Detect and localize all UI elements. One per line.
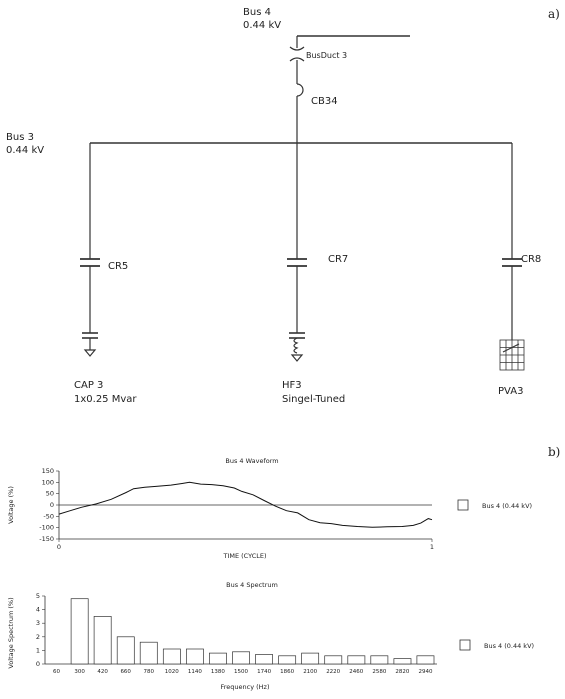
panel-b-tag: b) [548,445,560,459]
spectrum-ytick-label: 4 [36,606,40,614]
waveform-ytick-label: 0 [50,501,54,509]
bus4-name: Bus 4 [243,7,271,18]
inductor-icon [293,337,299,354]
spectrum-xtick-label: 300 [74,669,85,675]
load-name-hf3: HF3 [282,380,302,391]
ground-icon [290,354,304,362]
waveform-legend-swatch [457,499,469,511]
relay-label-cr7: CR7 [328,254,348,265]
spectrum-ytick-label: 5 [36,592,40,600]
busduct-label: BusDuct 3 [306,51,347,60]
spectrum-xtick-label: 2100 [303,669,317,675]
load-name-pva3: PVA3 [498,386,523,397]
waveform-yticks: 150 100 50 0 -50 -100 -150 [39,467,59,543]
bus3-voltage: 0.44 kV [6,145,44,156]
spectrum-xtick-label: 1140 [188,669,202,675]
spectrum-bar [416,655,435,665]
relay-label-cr5: CR5 [108,261,128,272]
spectrum-xtick-label: 1860 [280,669,294,675]
panel-a-tag: a) [548,7,560,21]
spectrum-ytick-label: 0 [36,660,40,668]
spectrum-xtick-label: 1020 [165,669,179,675]
bus4-voltage: 0.44 kV [243,20,281,31]
spectrum-xtick-label: 420 [97,669,108,675]
spectrum-xtick-label: 60 [53,669,60,675]
spectrum-bar [186,648,204,665]
spectrum-xtick-label: 780 [144,669,155,675]
waveform-chart: Bus 4 Waveform Voltage (%) TIME (CYCLE) … [7,457,532,560]
waveform-title: Bus 4 Waveform [225,457,278,465]
spectrum-bar [162,648,181,665]
spectrum-bar [324,655,343,665]
waveform-ytick-label: 100 [42,478,54,486]
spectrum-xtick-label: 1380 [211,669,225,675]
branch-cap3: CR5 CAP 3 1x0.25 Mvar [74,143,137,405]
waveform-ylabel: Voltage (%) [7,486,15,524]
waveform-xtick-label: 1 [430,543,434,551]
waveform-legend-label: Bus 4 (0.44 kV) [482,502,532,510]
spectrum-ytick-label: 2 [36,633,40,641]
spectrum-bar [209,652,227,665]
relay-label-cr8: CR8 [521,254,541,265]
single-line-diagram: a) Bus 4 0.44 kV BusDuct 3 CB34 Bus 3 0.… [6,7,560,405]
waveform-ytick-label: -50 [43,512,54,520]
waveform-ytick-label: -100 [39,524,54,532]
spectrum-xtick-label: 660 [120,669,131,675]
spectrum-bar [370,655,389,665]
waveform-ytick-label: -150 [39,535,54,543]
pv-array-icon [499,339,525,371]
busduct-symbol [289,46,305,62]
spectrum-title: Bus 4 Spectrum [226,581,278,589]
spectrum-bar [301,652,320,665]
spectrum-bar [393,658,412,665]
waveform-xlabel: TIME (CYCLE) [222,552,266,560]
spectrum-ytick-label: 1 [36,646,40,654]
waveform-ytick-label: 50 [46,490,54,498]
breaker-label: CB34 [311,96,338,107]
spectrum-xtick-label: 2820 [395,669,409,675]
spectrum-bars [70,598,435,665]
spectrum-ylabel: Voltage Spectrum (%) [7,597,15,668]
spectrum-chart: Bus 4 Spectrum Voltage Spectrum (%) Freq… [7,581,534,691]
load-desc-hf3: Singel-Tuned [282,394,345,405]
branch-hf3: CR7 HF3 Singel-Tuned [282,143,348,405]
branch-pva3: CR8 PVA3 [498,143,541,397]
waveform-ytick-label: 150 [42,467,54,475]
spectrum-xtick-label: 1740 [257,669,271,675]
waveform-axes [58,471,432,540]
spectrum-bar [116,636,135,665]
bus3-name: Bus 3 [6,132,34,143]
spectrum-bar [70,598,89,665]
load-name-cap3: CAP 3 [74,380,103,391]
spectrum-legend-swatch [459,639,471,651]
spectrum-xlabel: Frequency (Hz) [220,683,269,691]
waveform-xtick-label: 0 [57,543,61,551]
spectrum-xtick-label: 1500 [234,669,248,675]
spectrum-legend-label: Bus 4 (0.44 kV) [484,642,534,650]
spectrum-bar [232,651,250,665]
spectrum-xticks: 60 300 420 660 780 1020 1140 1380 1500 1740 1860 21… [53,669,433,675]
spectrum-xtick-label: 2220 [326,669,340,675]
breaker-symbol [296,83,304,97]
spectrum-ytick-label: 3 [36,619,40,627]
spectrum-yticks: 5 4 3 2 1 0 [36,592,45,668]
spectrum-bar [93,616,112,665]
spectrum-xtick-label: 2940 [419,669,433,675]
spectrum-bar [255,654,273,665]
waveform-series-line [58,481,433,528]
ground-icon [83,349,97,357]
spectrum-xtick-label: 2460 [349,669,363,675]
spectrum-bar [278,655,297,665]
spectrum-xtick-label: 2580 [372,669,386,675]
spectrum-bar [347,655,366,665]
spectrum-bar [139,641,158,665]
load-desc-cap3: 1x0.25 Mvar [74,394,137,405]
